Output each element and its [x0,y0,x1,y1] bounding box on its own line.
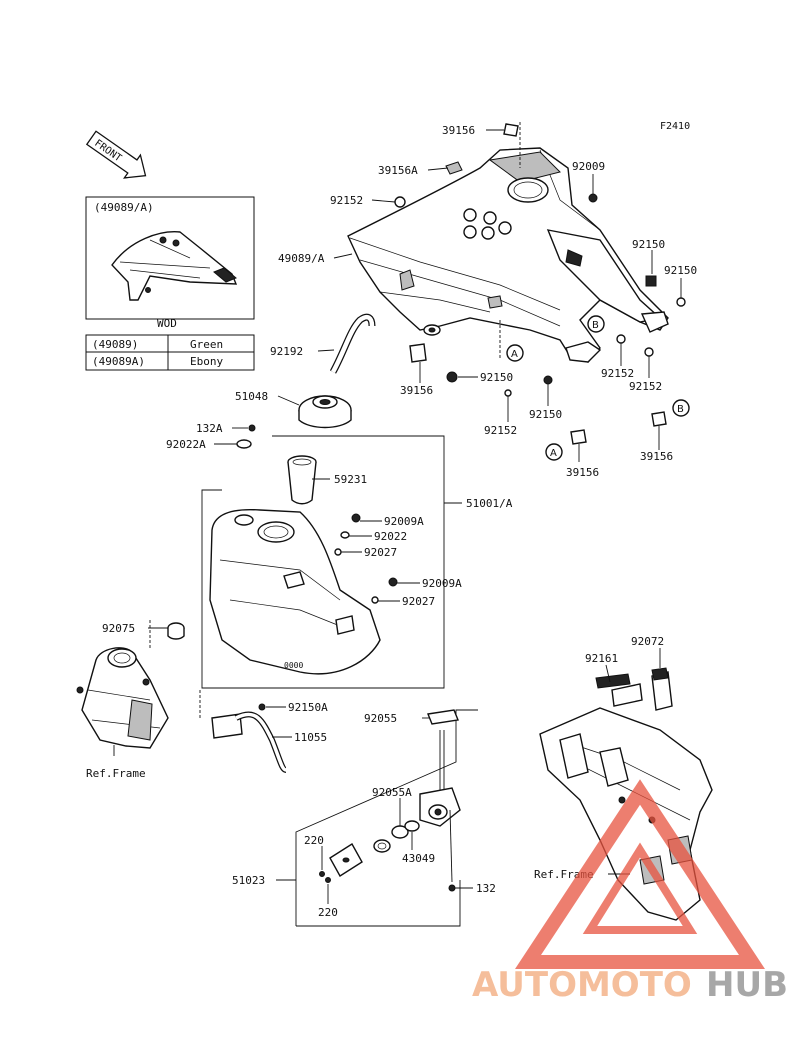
watermark-text-part2: HUB [706,965,788,1005]
callout-39156-b: 39156 [640,450,673,463]
clip-39156-top-icon [503,123,519,137]
bolt-92150-mid-icon [446,371,458,383]
washer-92152-b-icon [616,334,626,344]
watermark-triangle-icon [515,779,765,969]
callout-92192: 92192 [270,345,303,358]
washer-92152-low-icon [504,389,512,397]
callout-92150a: 92150A [288,701,328,714]
callout-92161: 92161 [585,652,618,665]
washer-92150-icon [676,297,686,307]
callout-51023: 51023 [232,874,265,887]
callout-92055: 92055 [364,712,397,725]
front-arrow-icon: FRONT [85,130,147,179]
inset-color-title: WOD [157,317,177,330]
shroud-inset-drawing [111,231,238,301]
clip-39156-a-icon [570,429,587,445]
fuel-cock-box-bottom [296,880,461,927]
callout-92027-a: 92027 [364,546,397,559]
nut-92009a-a-icon [351,513,361,523]
breather-hose-drawing [329,313,376,374]
callout-labels: 39156 39156A 92009 92152 49089/A 92150 9… [86,124,697,919]
collar-92027-a-icon [334,548,342,556]
callout-92152-top: 92152 [330,194,363,207]
damper-92075-drawing [167,622,185,640]
callout-59231: 59231 [334,473,367,486]
washer-92152-icon [394,196,406,208]
inset-variant-label: (49089/A) [94,201,154,214]
tank-group-box [201,435,445,689]
callout-92009: 92009 [572,160,605,173]
leader-lines [113,129,682,904]
callout-92009a-a: 92009A [384,515,424,528]
callout-49089a: 49089/A [278,252,325,265]
callout-92150-low: 92150 [529,408,562,421]
variant-inset: (49089/A) WOD (49089) Green (49089A) Ebo… [85,196,255,371]
clip-39156a-icon [445,161,463,175]
washer-92022a-icon [236,439,252,449]
screw-132a-icon [248,424,256,432]
callout-39156-top: 39156 [442,124,475,137]
clip-39156-b-icon [651,411,667,427]
fuel-tank-drawing: 0000 [209,508,381,675]
callout-39156a: 39156A [378,164,418,177]
callout-92152-b: 92152 [601,367,634,380]
callout-92055a: 92055A [372,786,412,799]
fuel-hose-11055-drawing [211,703,287,773]
callout-92152-low: 92152 [484,424,517,437]
washer-92152-c-icon [644,347,654,357]
nut-92009-icon [588,193,598,203]
collar-92027-b-icon [371,596,379,604]
fuel-cock-drawing [319,709,461,892]
fuel-cap-drawing [298,395,352,429]
shroud-assembly-drawing [347,122,669,363]
callout-51001a: 51001/A [466,497,513,510]
callout-220-top: 220 [304,834,324,847]
callout-220-bottom: 220 [318,906,338,919]
ref-mark-a-upper: A [511,349,518,360]
callout-92072: 92072 [631,635,664,648]
watermark-logo: AUTOMOTO HUB [472,779,788,1005]
callout-92150-a: 92150 [632,238,665,251]
callout-51048: 51048 [235,390,268,403]
bolt-92150-low-icon [543,375,553,385]
callout-43049: 43049 [402,852,435,865]
callout-92150-b: 92150 [664,264,697,277]
ref-marks: A B A B [506,315,690,461]
inset-row-2-part: (49089A) [92,355,145,368]
callout-39156-mid: 39156 [400,384,433,397]
callout-132: 132 [476,882,496,895]
callout-92009a-b: 92009A [422,577,462,590]
clip-39156-mid-icon [409,343,427,363]
watermark-text-part1: AUTOMOTO [472,965,692,1005]
figure-code: F2410 [660,121,690,132]
nut-92009a-b-icon [388,577,398,587]
inset-row-1-color: Green [190,338,223,351]
fuel-cock-group-box [295,709,478,926]
callout-92075: 92075 [102,622,135,635]
ref-mark-b-upper: B [592,320,599,331]
callout-92152-c: 92152 [629,380,662,393]
callout-92022: 92022 [374,530,407,543]
callout-92027-b: 92027 [402,595,435,608]
hardware-upper [394,123,686,445]
callout-92022a: 92022A [166,438,206,451]
callout-92150-mid: 92150 [480,371,513,384]
callout-132a: 132A [196,422,223,435]
bolt-92150-icon [645,275,657,287]
washer-92022-icon [340,531,350,539]
svg-text:0000: 0000 [284,661,303,670]
ref-mark-a-lower: A [550,448,557,459]
right-frame-drawing [539,667,713,921]
inset-row-1-part: (49089) [92,338,138,351]
callout-ref-frame-left: Ref.Frame [86,767,146,780]
filter-59231-drawing [287,455,317,505]
ref-mark-b-lower: B [677,404,684,415]
inset-row-2-color: Ebony [190,355,223,368]
callout-11055: 11055 [294,731,327,744]
left-frame-drawing [76,647,169,749]
callout-39156-a: 39156 [566,466,599,479]
